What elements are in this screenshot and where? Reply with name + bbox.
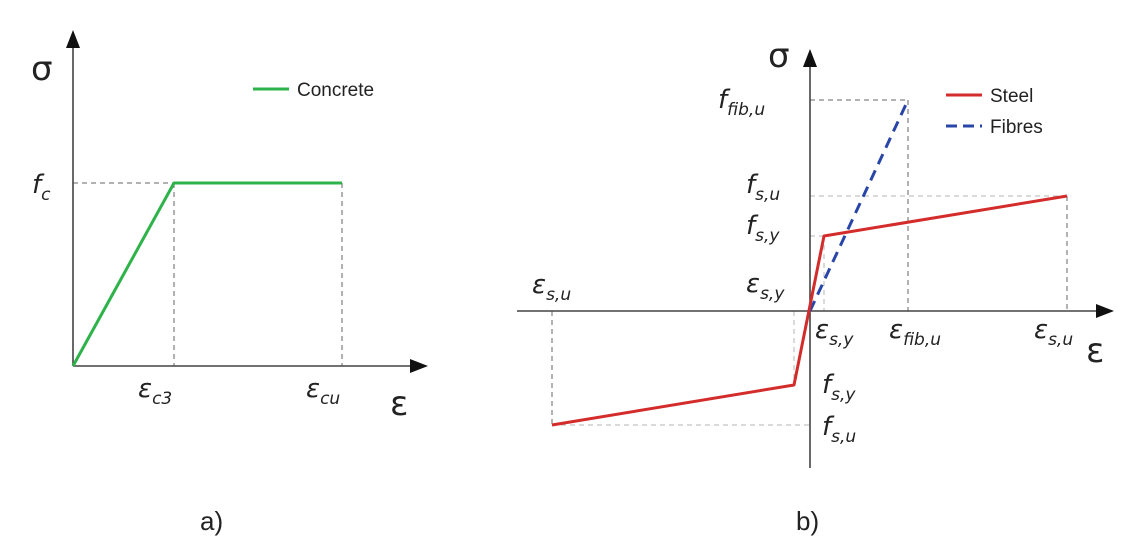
steel-curve: [551, 194, 1068, 427]
ffibu-label-sub: fib,u: [727, 100, 765, 120]
fc-label-sub: c: [41, 185, 51, 205]
esy-above-label-sub: s,y: [760, 284, 785, 304]
esu-left-label-base: ε: [532, 270, 546, 300]
ec3-label: εc3: [138, 374, 172, 409]
ec3-label-sub: c3: [152, 389, 172, 409]
esu-left-label: εs,u: [532, 270, 571, 305]
strain-axis-label-a: ε: [390, 384, 408, 424]
esy-below-label-base: ε: [815, 315, 829, 345]
esu-left-label-sub: s,u: [546, 285, 571, 305]
panel-a: Concrete σ ε fc εc3 εcu a): [31, 30, 428, 536]
esy-above-label: εs,y: [746, 269, 785, 304]
strain-axis-arrow-a: [410, 359, 428, 373]
concrete-curve: [71, 181, 342, 367]
fsu-bot-label-sub: s,u: [831, 427, 856, 447]
ffibu-label: ffib,u: [718, 85, 765, 120]
fsy-bot-label: fs,y: [822, 370, 856, 405]
fsu-bot-label: fs,u: [822, 412, 856, 447]
strain-axis-label-b: ε: [1086, 331, 1104, 371]
ecu-label-base: ε: [306, 374, 320, 404]
fsy-bot-label-sub: s,y: [831, 385, 856, 405]
efibu-label-base: ε: [889, 315, 903, 345]
esy-above-label-base: ε: [746, 269, 760, 299]
strain-axis-arrow-b: [1096, 304, 1114, 318]
esy-below-label: εs,y: [815, 315, 854, 350]
stress-axis-arrow-a: [66, 30, 80, 48]
panel-b: Steel Fibres σ ε ffib,u fs,u fs,y εs,y ε…: [517, 36, 1114, 536]
legend-steel-label: Steel: [990, 86, 1033, 107]
fsu-top-label: fs,u: [746, 170, 780, 205]
esy-below-label-sub: s,y: [829, 330, 854, 350]
esu-right-label-base: ε: [1034, 315, 1048, 345]
caption-b: b): [796, 506, 819, 536]
fsu-top-label-sub: s,u: [755, 185, 780, 205]
legend-concrete-label: Concrete: [297, 80, 374, 101]
stress-axis-label-b: σ: [768, 36, 790, 76]
ec3-label-base: ε: [138, 374, 152, 404]
fsy-top-label-sub: s,y: [755, 226, 780, 246]
ecu-label: εcu: [306, 374, 340, 409]
caption-a: a): [200, 506, 223, 536]
esu-right-label: εs,u: [1034, 315, 1073, 350]
fibres-curve: [808, 99, 910, 312]
ecu-label-sub: cu: [320, 389, 340, 409]
esu-right-label-sub: s,u: [1048, 330, 1073, 350]
stress-axis-label-a: σ: [31, 49, 53, 89]
efibu-label: εfib,u: [889, 315, 941, 350]
stress-axis-arrow-b: [803, 49, 817, 67]
fsy-top-label: fs,y: [746, 211, 780, 246]
efibu-label-sub: fib,u: [903, 330, 941, 350]
legend-fibres-label: Fibres: [990, 117, 1043, 138]
fc-label: fc: [32, 170, 51, 205]
